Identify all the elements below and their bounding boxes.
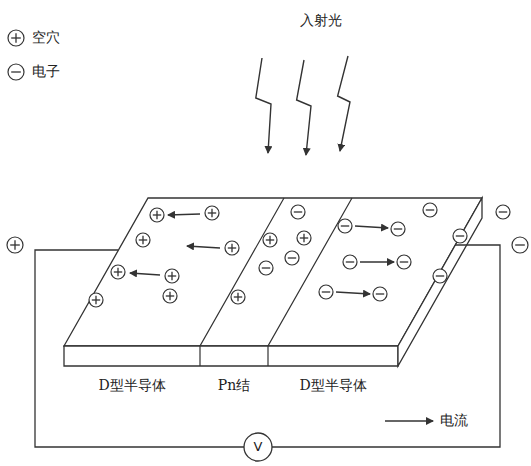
electron-symbol <box>285 251 299 265</box>
sign-stroke <box>294 211 302 212</box>
slab-front <box>64 346 398 366</box>
slab-side <box>398 198 482 366</box>
hole-symbol <box>231 290 245 304</box>
light-ray <box>297 60 311 155</box>
region-label: D型半导体 <box>264 377 402 394</box>
legend-arrow <box>385 420 433 422</box>
hole-symbol <box>111 265 125 279</box>
hole-symbol <box>297 231 311 245</box>
sign-stroke <box>14 240 15 250</box>
hole-symbol <box>225 241 239 255</box>
sign-stroke <box>322 291 330 292</box>
sign-stroke <box>499 211 507 212</box>
sign-stroke <box>303 234 304 242</box>
hole-symbol <box>163 289 177 303</box>
electron-symbol <box>343 255 357 269</box>
sign-stroke <box>341 225 349 226</box>
electron-symbol <box>453 229 467 243</box>
voltmeter <box>244 433 272 461</box>
sign-stroke <box>426 209 434 210</box>
motion-arrow <box>336 292 370 294</box>
sign-stroke <box>394 228 402 229</box>
electron-symbol <box>423 203 437 217</box>
sign-stroke <box>11 71 21 72</box>
sign-stroke <box>169 292 170 300</box>
electron-symbol <box>338 219 352 233</box>
motion-arrow <box>360 261 394 262</box>
hole-symbol <box>89 293 103 307</box>
sign-stroke <box>376 293 384 294</box>
junction-boundary <box>200 198 352 366</box>
hole-symbol <box>205 206 219 220</box>
hole-symbol <box>7 237 23 253</box>
sign-stroke <box>288 257 296 258</box>
legend-text: 电流 <box>440 412 468 429</box>
sign-stroke <box>211 209 212 217</box>
wire <box>272 245 500 447</box>
electron-symbol <box>496 205 510 219</box>
region-label: Pn结 <box>196 377 272 394</box>
light-ray <box>256 58 271 153</box>
sign-stroke <box>95 296 96 304</box>
voltmeter-node: V <box>244 433 272 461</box>
electron-symbol <box>319 285 333 299</box>
light-label: 入射光 <box>300 12 342 29</box>
sign-stroke <box>117 268 118 276</box>
sign-stroke <box>262 267 270 268</box>
electron-symbol <box>512 237 528 253</box>
sign-stroke <box>231 244 232 252</box>
hole-symbol <box>136 233 150 247</box>
hole-symbol <box>165 269 179 283</box>
electron-symbol <box>259 261 273 275</box>
sign-stroke <box>269 236 270 244</box>
electron-symbol <box>397 255 411 269</box>
electron-symbol <box>391 222 405 236</box>
sign-stroke <box>142 236 143 244</box>
semiconductor-region: Pn结 <box>196 346 272 394</box>
region-label: D型半导体 <box>60 377 204 394</box>
semiconductor-region: D型半导体 <box>264 346 402 394</box>
legend-text: 空穴 <box>32 29 60 46</box>
semiconductor-region: D型半导体 <box>60 346 204 394</box>
sign-stroke <box>456 235 464 236</box>
hole-symbol <box>150 208 164 222</box>
hole-symbol <box>263 233 277 247</box>
legend-text: 电子 <box>32 63 60 80</box>
electron-symbol <box>8 64 24 80</box>
light-ray <box>338 56 350 151</box>
sign-stroke <box>346 261 354 262</box>
motion-arrow <box>168 214 200 215</box>
wire <box>35 250 244 447</box>
sign-stroke <box>515 244 525 245</box>
electron-symbol <box>373 287 387 301</box>
meter-label: V <box>244 433 272 461</box>
hole-symbol <box>8 30 24 46</box>
motion-arrow <box>187 246 220 248</box>
motion-arrow <box>130 273 160 275</box>
electron-symbol <box>433 269 447 283</box>
sign-stroke <box>171 272 172 280</box>
electron-symbol <box>291 205 305 219</box>
sign-stroke <box>237 293 238 301</box>
sign-stroke <box>15 33 16 43</box>
sign-stroke <box>400 261 408 262</box>
sign-stroke <box>436 275 444 276</box>
sign-stroke <box>156 211 157 219</box>
motion-arrow <box>355 226 388 228</box>
